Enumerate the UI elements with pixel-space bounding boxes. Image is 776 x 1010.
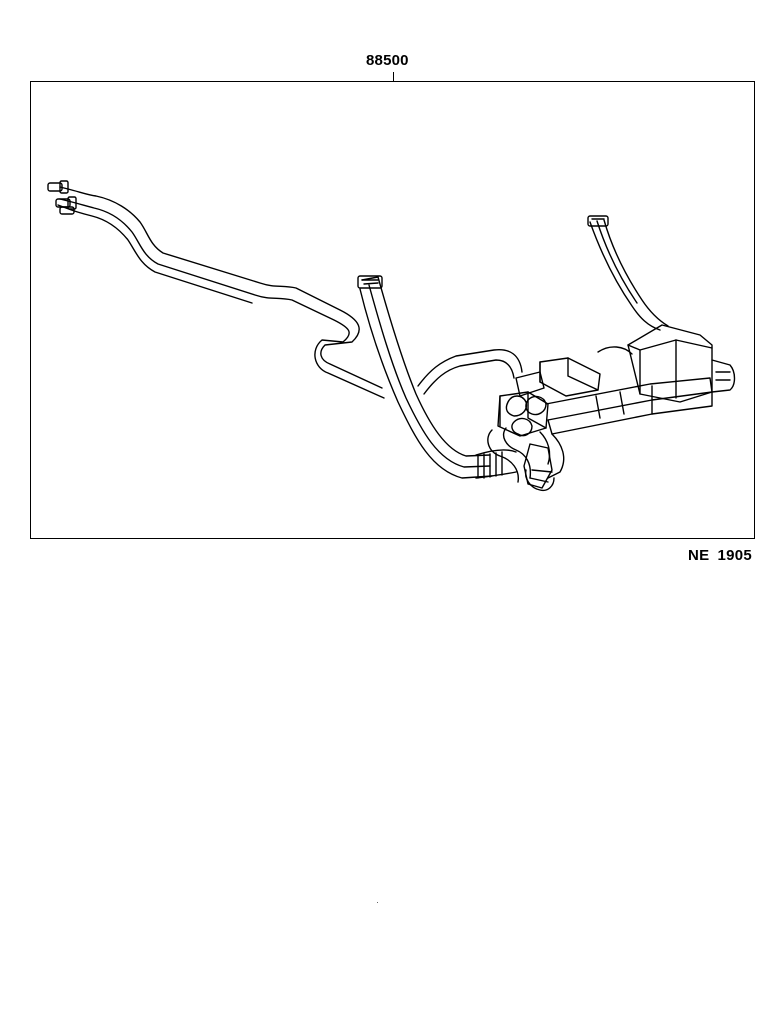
diagram-frame xyxy=(30,81,755,539)
hose-center-left xyxy=(357,275,517,479)
figure-code-number: 1905 xyxy=(717,547,753,564)
figure-code-prefix: NE xyxy=(688,547,710,564)
part-number-leader-line xyxy=(393,72,394,82)
part-number-label: 88500 xyxy=(366,52,409,69)
stray-dot xyxy=(377,902,378,903)
figure-code-label: NE 1905 xyxy=(688,547,752,564)
upper-connecting-pipe xyxy=(417,348,523,395)
receiver-tank xyxy=(597,324,736,403)
long-pipe-left xyxy=(47,180,385,399)
expansion-valve-block xyxy=(487,357,713,492)
hose-right xyxy=(587,215,669,331)
